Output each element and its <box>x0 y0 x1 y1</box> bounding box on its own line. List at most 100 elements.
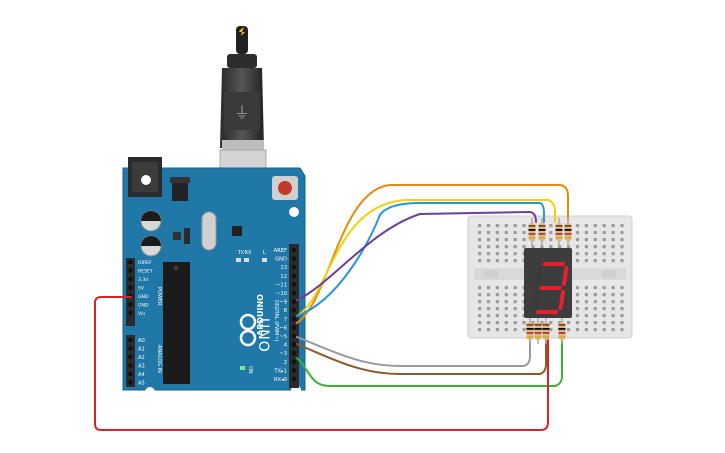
breadboard-hole[interactable] <box>602 328 606 332</box>
breadboard-hole[interactable] <box>478 231 482 235</box>
breadboard-hole[interactable] <box>513 293 517 297</box>
breadboard-hole[interactable] <box>486 224 491 228</box>
power-pin[interactable] <box>128 311 133 315</box>
breadboard-hole[interactable] <box>584 328 588 332</box>
breadboard-hole[interactable] <box>611 238 615 242</box>
seven-segment-display[interactable]: 3 <box>524 248 572 318</box>
breadboard-hole[interactable] <box>504 300 508 304</box>
digital-pin[interactable] <box>292 265 296 270</box>
breadboard-hole[interactable] <box>486 286 491 290</box>
breadboard-hole[interactable] <box>478 286 482 290</box>
power-pin[interactable] <box>128 302 133 307</box>
digital-pin[interactable] <box>292 334 296 338</box>
breadboard-hole[interactable] <box>567 321 571 325</box>
breadboard-hole[interactable] <box>593 259 597 263</box>
breadboard-hole[interactable] <box>504 293 508 297</box>
breadboard-hole[interactable] <box>478 259 482 263</box>
red-wire[interactable] <box>94 296 549 431</box>
breadboard-hole[interactable] <box>575 231 580 235</box>
breadboard-hole[interactable] <box>513 238 517 242</box>
breadboard-hole[interactable] <box>513 286 517 290</box>
breadboard-hole[interactable] <box>513 307 517 311</box>
breadboard-hole[interactable] <box>486 259 491 263</box>
breadboard-hole[interactable] <box>593 307 597 311</box>
breadboard-hole[interactable] <box>575 286 580 290</box>
breadboard-hole[interactable] <box>575 224 580 228</box>
resistor[interactable] <box>534 318 542 344</box>
green-wire[interactable] <box>296 325 563 387</box>
breadboard-hole[interactable] <box>584 238 588 242</box>
breadboard-hole[interactable] <box>513 328 517 332</box>
breadboard-hole[interactable] <box>504 238 508 242</box>
breadboard-hole[interactable] <box>575 328 580 332</box>
breadboard-hole[interactable] <box>486 231 491 235</box>
breadboard-hole[interactable] <box>504 245 508 249</box>
breadboard-hole[interactable] <box>540 328 544 332</box>
breadboard-hole[interactable] <box>611 252 615 256</box>
breadboard-hole[interactable] <box>486 252 491 256</box>
breadboard-hole[interactable] <box>611 328 615 332</box>
power-pin[interactable] <box>128 268 133 273</box>
digital-pin[interactable] <box>292 282 296 287</box>
power-pin[interactable] <box>128 277 133 281</box>
brown-wire[interactable] <box>296 325 547 375</box>
digital-pin[interactable] <box>292 273 296 278</box>
breadboard-hole[interactable] <box>602 314 606 318</box>
resistor[interactable] <box>528 218 536 246</box>
breadboard-hole[interactable] <box>593 293 597 297</box>
breadboard-hole[interactable] <box>593 328 597 332</box>
breadboard-hole[interactable] <box>575 307 580 311</box>
breadboard-hole[interactable] <box>495 314 499 318</box>
digital-pin[interactable] <box>292 248 296 252</box>
gray-wire[interactable] <box>296 325 531 367</box>
breadboard-hole[interactable] <box>602 293 606 297</box>
breadboard-hole[interactable] <box>593 300 597 304</box>
breadboard-hole[interactable] <box>620 328 624 332</box>
purple-wire[interactable] <box>296 210 537 301</box>
breadboard-hole[interactable] <box>549 224 553 228</box>
breadboard-hole[interactable] <box>602 238 606 242</box>
breadboard-hole[interactable] <box>549 238 553 242</box>
analog-pin[interactable] <box>128 338 133 342</box>
breadboard-hole[interactable] <box>611 231 615 235</box>
breadboard-hole[interactable] <box>584 259 588 263</box>
breadboard-hole[interactable] <box>513 252 517 256</box>
breadboard-hole[interactable] <box>513 231 517 235</box>
breadboard-hole[interactable] <box>504 321 508 325</box>
breadboard-hole[interactable] <box>611 224 615 228</box>
digital-pin[interactable] <box>292 291 296 295</box>
breadboard-hole[interactable] <box>584 293 588 297</box>
breadboard-hole[interactable] <box>486 307 491 311</box>
breadboard-hole[interactable] <box>584 224 588 228</box>
breadboard-hole[interactable] <box>575 321 580 325</box>
breadboard-hole[interactable] <box>593 252 597 256</box>
resistor[interactable] <box>558 318 566 344</box>
breadboard-hole[interactable] <box>593 245 597 249</box>
breadboard-hole[interactable] <box>513 259 517 263</box>
digital-pin[interactable] <box>292 377 296 381</box>
orange-wire[interactable] <box>296 184 569 324</box>
analog-pin[interactable] <box>128 372 133 376</box>
breadboard-hole[interactable] <box>584 321 588 325</box>
digital-pin[interactable] <box>292 359 296 364</box>
breadboard-hole[interactable] <box>486 245 491 249</box>
breadboard-hole[interactable] <box>495 307 499 311</box>
breadboard-hole[interactable] <box>593 286 597 290</box>
analog-pin[interactable] <box>128 363 133 368</box>
breadboard-hole[interactable] <box>575 300 580 304</box>
resistor[interactable] <box>538 218 546 246</box>
breadboard-hole[interactable] <box>504 328 508 332</box>
breadboard-hole[interactable] <box>549 321 553 325</box>
breadboard-hole[interactable] <box>478 300 482 304</box>
breadboard-hole[interactable] <box>584 286 588 290</box>
breadboard-hole[interactable] <box>584 245 588 249</box>
blue-wire[interactable] <box>296 202 545 317</box>
breadboard-hole[interactable] <box>478 314 482 318</box>
breadboard-hole[interactable] <box>495 252 499 256</box>
breadboard-hole[interactable] <box>486 238 491 242</box>
digital-pin[interactable] <box>292 316 296 321</box>
breadboard-hole[interactable] <box>522 245 526 249</box>
breadboard-hole[interactable] <box>602 307 606 311</box>
breadboard-hole[interactable] <box>611 307 615 311</box>
breadboard-hole[interactable] <box>522 328 526 332</box>
